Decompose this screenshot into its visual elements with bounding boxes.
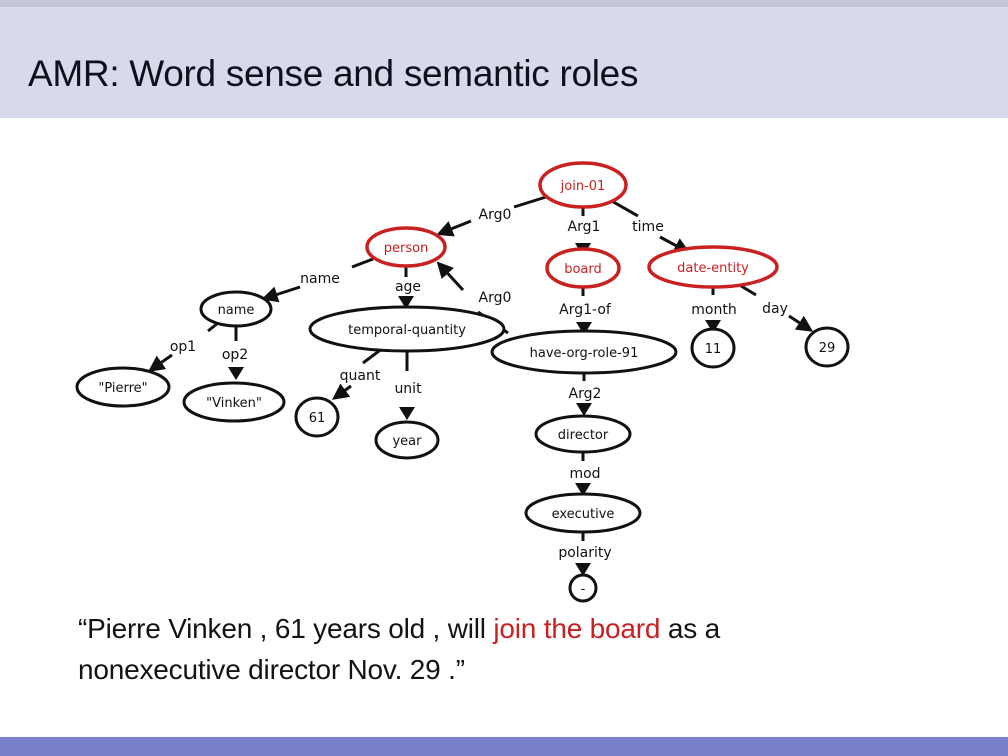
edge-label-arg1of: Arg1-of [559,302,612,318]
caption-text-line2: nonexecutive director Nov. 29 .” [78,654,465,685]
slide-header: AMR: Word sense and semantic roles [0,7,1008,118]
edge-op2-name-vinken: op2 [222,327,248,380]
edge-label-time: time [632,219,664,235]
svg-text:join-01: join-01 [560,179,606,194]
node-year: year [374,420,440,460]
node-director: director [534,414,632,454]
caption-highlight: join the board [493,613,661,644]
edge-name-person-name: name [261,257,374,303]
edge-label-arg2: Arg2 [569,386,602,402]
edge-mod-director-executive: mod [569,453,601,496]
edge-op1-name-pierre: op1 [147,321,219,372]
node-join-01: join-01 [538,161,628,209]
svg-text:-: - [581,582,586,597]
edge-arg2-role-director: Arg2 [569,374,602,416]
edge-month-dateentity-11: month [691,288,737,333]
node-polarity-minus: - [568,573,598,603]
slide-title: AMR: Word sense and semantic roles [28,53,639,94]
svg-text:11: 11 [705,342,722,357]
edge-label-name: name [300,271,340,287]
svg-text:"Vinken": "Vinken" [206,396,262,411]
node-have-org-role-91: have-org-role-91 [490,329,678,375]
node-temporal-quantity: temporal-quantity [308,305,506,353]
svg-text:61: 61 [309,411,326,426]
node-date-entity: date-entity [647,245,779,289]
caption-text-pre: “Pierre Vinken , 61 years old , will [78,613,494,644]
edge-polarity-executive-minus: polarity [558,533,612,576]
sentence-caption: “Pierre Vinken , 61 years old , will joi… [78,608,908,690]
svg-text:year: year [392,434,422,449]
caption-text-post: as a [660,613,720,644]
edge-label-op2: op2 [222,347,248,363]
svg-text:name: name [218,303,255,318]
edge-unit-tq-year: unit [394,352,422,420]
svg-text:temporal-quantity: temporal-quantity [348,323,466,338]
node-name: name [199,290,273,328]
edge-day-dateentity-29: day [732,279,814,332]
node-61: 61 [294,396,340,438]
edge-arg0-join-person: Arg0 [436,195,547,237]
svg-text:board: board [564,262,602,277]
svg-text:date-entity: date-entity [677,261,749,276]
edge-label-op1: op1 [170,339,196,355]
svg-text:"Pierre": "Pierre" [98,381,147,396]
edge-label-unit: unit [394,381,422,397]
edge-label-polarity: polarity [558,545,611,561]
node-board: board [545,247,621,289]
edge-age-person-temporalquantity: age [395,267,421,309]
edge-label-quant: quant [340,368,381,384]
svg-text:person: person [384,241,429,256]
node-person: person [365,226,447,268]
edge-label-arg1: Arg1 [568,219,601,235]
edge-label-age: age [395,279,421,295]
edge-arg1of-board-role: Arg1-of [559,288,612,335]
node-vinken: "Vinken" [182,381,286,423]
svg-text:director: director [558,428,609,443]
svg-text:executive: executive [552,507,615,522]
edge-time-join-dateentity: time [609,198,691,254]
node-11: 11 [690,327,736,369]
svg-text:29: 29 [819,341,836,356]
node-29: 29 [804,326,850,368]
edge-quant-tq-61: quant [332,343,388,400]
svg-text:have-org-role-91: have-org-role-91 [530,346,639,361]
edge-label-arg0-role: Arg0 [479,290,512,306]
edge-label-mod: mod [569,466,600,482]
top-strip [0,0,1008,7]
footer-bar [0,737,1008,756]
edge-label-arg0: Arg0 [479,207,512,223]
edge-label-day: day [762,301,788,317]
node-pierre: "Pierre" [75,366,171,408]
node-executive: executive [524,492,642,534]
edge-label-month: month [691,302,736,318]
